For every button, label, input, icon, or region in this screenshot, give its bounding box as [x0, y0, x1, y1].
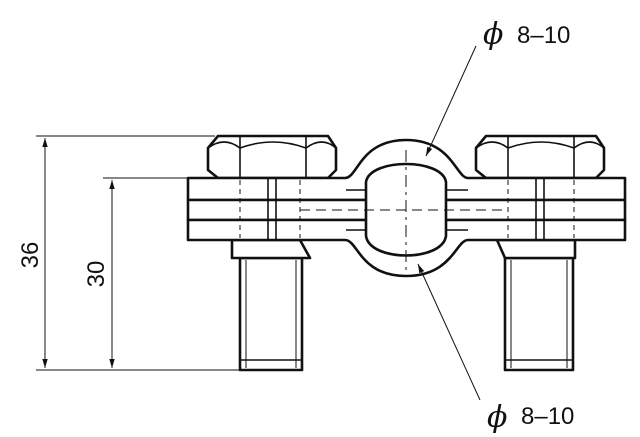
bottom-diameter-callout: ϕ 8–10 [417, 263, 574, 435]
left-hex-bolt-head [206, 134, 338, 180]
clamp-strap-assembly [186, 138, 627, 278]
top-diameter-symbol: ϕ [483, 17, 503, 52]
dimension-36-label: 36 [17, 242, 44, 269]
dimension-30: 30 [83, 177, 188, 368]
dimension-36: 36 [17, 135, 240, 371]
top-diameter-callout: ϕ 8–10 [425, 17, 570, 157]
bottom-diameter-range: 8–10 [521, 403, 574, 430]
bottom-diameter-symbol: ϕ [487, 400, 507, 435]
dimension-30-label: 30 [83, 261, 110, 288]
top-diameter-range: 8–10 [517, 22, 570, 49]
right-bolt-shank [503, 256, 575, 372]
right-hex-bolt-head [474, 134, 606, 180]
left-bolt-shank [238, 256, 304, 372]
